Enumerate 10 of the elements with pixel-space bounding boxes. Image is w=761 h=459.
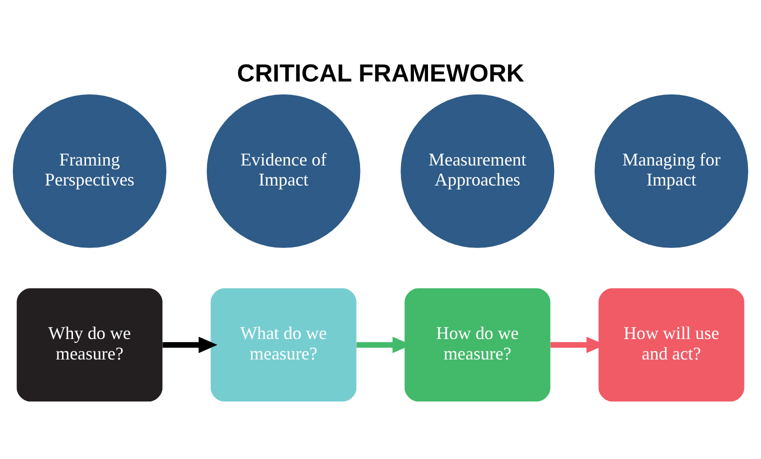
node-box: What do we measure? [210,288,356,402]
node-circle: Managing for Impact [594,94,748,248]
node-circle: Measurement Approaches [400,94,554,248]
node-circle: Evidence of Impact [206,94,360,248]
node-circle: Framing Perspectives [12,94,166,248]
node-box: How will use and act? [598,288,744,402]
node-box: Why do we measure? [16,288,162,402]
diagram-title: CRITICAL FRAMEWORK [237,60,524,88]
node-box: How do we measure? [404,288,550,402]
arrow [162,336,218,353]
